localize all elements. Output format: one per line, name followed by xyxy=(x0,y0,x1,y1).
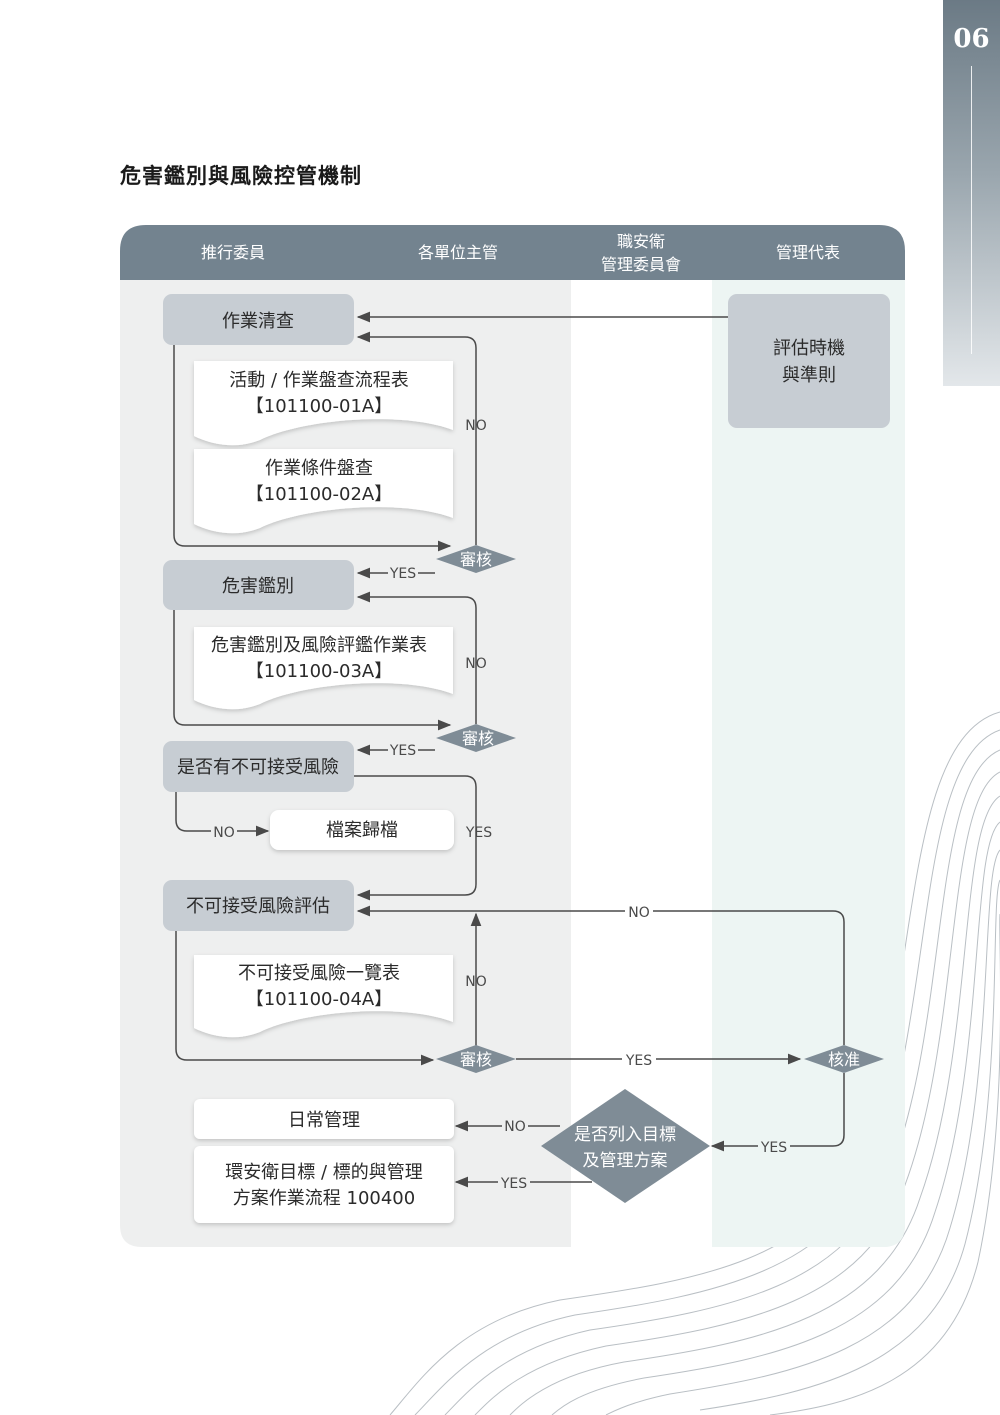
label-yes-2: YES xyxy=(389,743,416,759)
decision-approve-label: 核准 xyxy=(828,1050,860,1069)
label-no-5: NO xyxy=(628,905,650,921)
label-no-1: NO xyxy=(465,418,487,434)
node-job-inventory-label: 作業清查 xyxy=(222,311,294,332)
decision-review-1 xyxy=(436,545,516,573)
node-unacceptable-risk-question-label: 是否有不可接受風險 xyxy=(177,757,339,778)
connectors xyxy=(173,311,845,1188)
label-yes-1: YES xyxy=(389,566,416,582)
node-job-inventory xyxy=(163,294,354,345)
doc-job-condition xyxy=(194,449,453,534)
label-yes-4: YES xyxy=(625,1053,652,1069)
doc-hazard-table xyxy=(194,627,453,710)
node-daily-management xyxy=(194,1099,454,1139)
chapter-tab-rule xyxy=(971,66,972,354)
decision-review-3-label: 審核 xyxy=(460,1050,492,1069)
decision-approve xyxy=(804,1045,884,1073)
document-nodes xyxy=(194,361,454,1223)
lane-header-osh-line2: 管理委員會 xyxy=(601,255,681,274)
label-no-4: NO xyxy=(465,974,487,990)
decision-nodes xyxy=(436,545,884,1203)
page-title: 危害鑑別與風險控管機制 xyxy=(120,164,362,188)
doc-hazard-table-label: 危害鑑別及風險評鑑作業表 xyxy=(211,635,427,656)
doc-job-condition-code: 【101100-02A】 xyxy=(246,484,392,505)
lane-header-osh-line1: 職安衛 xyxy=(617,232,665,251)
decision-include-line1: 是否列入目標 xyxy=(574,1125,676,1145)
node-unacceptable-risk-assessment-label: 不可接受風險評估 xyxy=(186,896,330,917)
process-nodes xyxy=(163,294,890,931)
label-no-3: NO xyxy=(213,825,235,841)
decision-review-2-label: 審核 xyxy=(462,729,494,748)
node-archive-label: 檔案歸檔 xyxy=(326,820,398,841)
doc-activity-inventory-code: 【101100-01A】 xyxy=(246,396,392,417)
node-evaluation-timing-line1: 評估時機 xyxy=(773,338,845,359)
doc-job-condition-label: 作業條件盤查 xyxy=(265,458,373,479)
node-hazard-identification-label: 危害鑑別 xyxy=(222,576,294,597)
decision-review-1-label: 審核 xyxy=(460,550,492,569)
node-daily-management-label: 日常管理 xyxy=(288,1110,360,1131)
node-evaluation-timing-line2: 與準則 xyxy=(782,365,836,386)
decision-review-2 xyxy=(436,724,516,752)
doc-unacceptable-list xyxy=(194,955,453,1038)
node-unacceptable-risk-assessment xyxy=(163,880,354,931)
decision-review-3 xyxy=(436,1045,516,1073)
lane-header-unit-supervisors: 各單位主管 xyxy=(418,243,498,262)
node-unacceptable-risk-question xyxy=(163,741,354,792)
node-evaluation-timing xyxy=(728,294,890,428)
doc-hazard-table-code: 【101100-03A】 xyxy=(246,661,392,682)
doc-activity-inventory-label: 活動 / 作業盤查流程表 xyxy=(229,370,409,391)
label-yes-3: YES xyxy=(465,825,492,841)
label-no-6: NO xyxy=(504,1119,526,1135)
label-yes-5: YES xyxy=(760,1140,787,1156)
doc-activity-inventory xyxy=(194,361,453,446)
swimlane-header xyxy=(120,225,905,280)
label-yes-6: YES xyxy=(500,1176,527,1192)
swimlane-backgrounds xyxy=(120,250,905,1247)
lane-header-promotion-committee: 推行委員 xyxy=(201,243,265,262)
decision-include-in-objectives xyxy=(541,1089,710,1203)
doc-unacceptable-list-code: 【101100-04A】 xyxy=(246,989,392,1010)
doc-unacceptable-list-label: 不可接受風險一覽表 xyxy=(238,963,400,984)
decision-include-line2: 及管理方案 xyxy=(583,1151,668,1171)
chapter-tab: 06 xyxy=(943,0,1000,386)
node-archive xyxy=(270,810,454,850)
node-program-flow-line1: 環安衛目標 / 標的與管理 xyxy=(225,1162,423,1183)
node-program-flow-line2: 方案作業流程 100400 xyxy=(233,1188,415,1209)
lane-header-management-rep: 管理代表 xyxy=(776,243,840,262)
label-no-2: NO xyxy=(465,656,487,672)
node-hazard-identification xyxy=(163,560,354,610)
node-program-flow xyxy=(194,1146,454,1223)
chapter-number: 06 xyxy=(953,24,990,54)
